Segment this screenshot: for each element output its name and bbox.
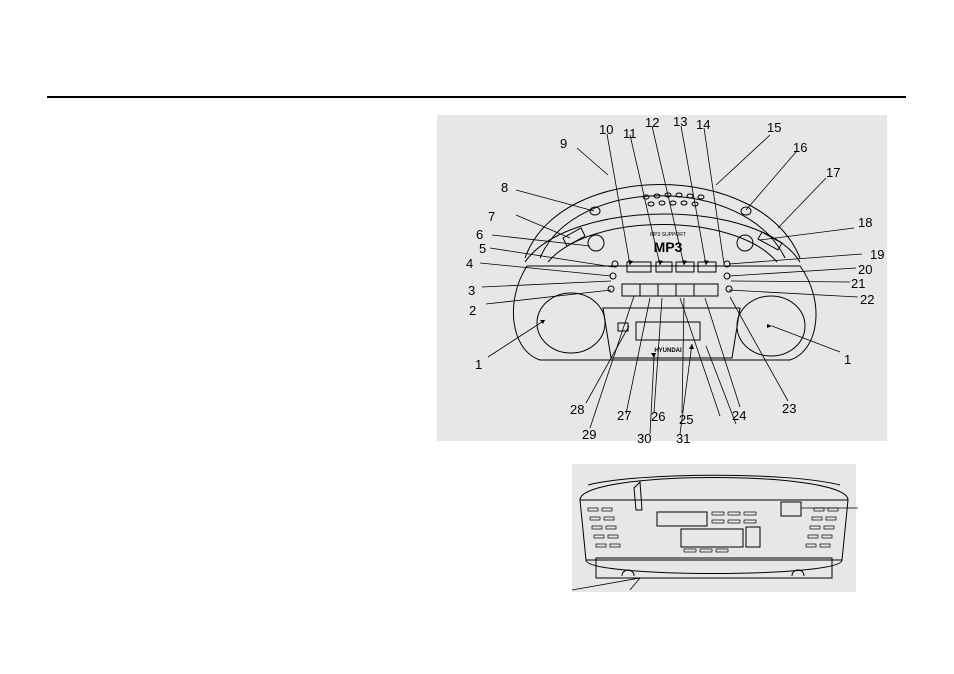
boombox-rear xyxy=(580,475,848,578)
callout-28: 28 xyxy=(570,403,584,416)
callout-25: 25 xyxy=(679,413,693,426)
callout-11: 11 xyxy=(623,127,637,140)
rear-antenna-clip xyxy=(634,482,642,510)
callout-23: 23 xyxy=(782,402,796,415)
callout-17: 17 xyxy=(826,166,840,179)
callout-19: 19 xyxy=(870,248,884,261)
callout-30: 30 xyxy=(637,432,651,445)
callout-31: 31 xyxy=(676,432,690,445)
callout-20: 20 xyxy=(858,263,872,276)
display-main: MP3 xyxy=(654,239,683,255)
callout-9: 9 xyxy=(560,137,567,150)
callout-6: 6 xyxy=(476,228,483,241)
volume-knob xyxy=(588,235,604,251)
speaker-left xyxy=(537,293,605,353)
callout-24: 24 xyxy=(732,409,746,422)
control-strip xyxy=(622,284,718,296)
callout-21: 21 xyxy=(851,277,865,290)
callout-2: 2 xyxy=(469,304,476,317)
callout-7: 7 xyxy=(488,210,495,223)
right-small-button xyxy=(741,207,751,215)
callout-1-right: 1 xyxy=(844,353,851,366)
callout-4: 4 xyxy=(466,257,473,270)
callout-12: 12 xyxy=(645,116,659,129)
callout-22: 22 xyxy=(860,293,874,306)
tuning-knob xyxy=(737,235,753,251)
callout-16: 16 xyxy=(793,141,807,154)
callout-13: 13 xyxy=(673,115,687,128)
callout-18: 18 xyxy=(858,216,872,229)
callout-27: 27 xyxy=(617,409,631,422)
rear-body xyxy=(580,478,848,574)
rear-label-plate xyxy=(657,512,707,526)
callout-15: 15 xyxy=(767,121,781,134)
callout-1-left: 1 xyxy=(475,358,482,371)
callout-26: 26 xyxy=(651,410,665,423)
callout-8: 8 xyxy=(501,181,508,194)
callout-14: 14 xyxy=(696,118,710,131)
callout-arrowheads xyxy=(540,260,772,358)
top-button-2 xyxy=(656,262,672,272)
display-caption: MP3 SUPPORT xyxy=(650,232,686,238)
brand-logo: HYUNDAI xyxy=(654,348,682,354)
callout-10: 10 xyxy=(599,123,613,136)
boombox-front xyxy=(513,185,816,361)
callout-29: 29 xyxy=(582,428,596,441)
battery-door xyxy=(681,529,743,547)
main-body xyxy=(513,266,816,360)
rear-socket xyxy=(781,502,801,516)
leader-lines-front xyxy=(480,126,862,434)
callout-5: 5 xyxy=(479,242,486,255)
lcd-window xyxy=(636,322,700,340)
callout-3: 3 xyxy=(468,284,475,297)
